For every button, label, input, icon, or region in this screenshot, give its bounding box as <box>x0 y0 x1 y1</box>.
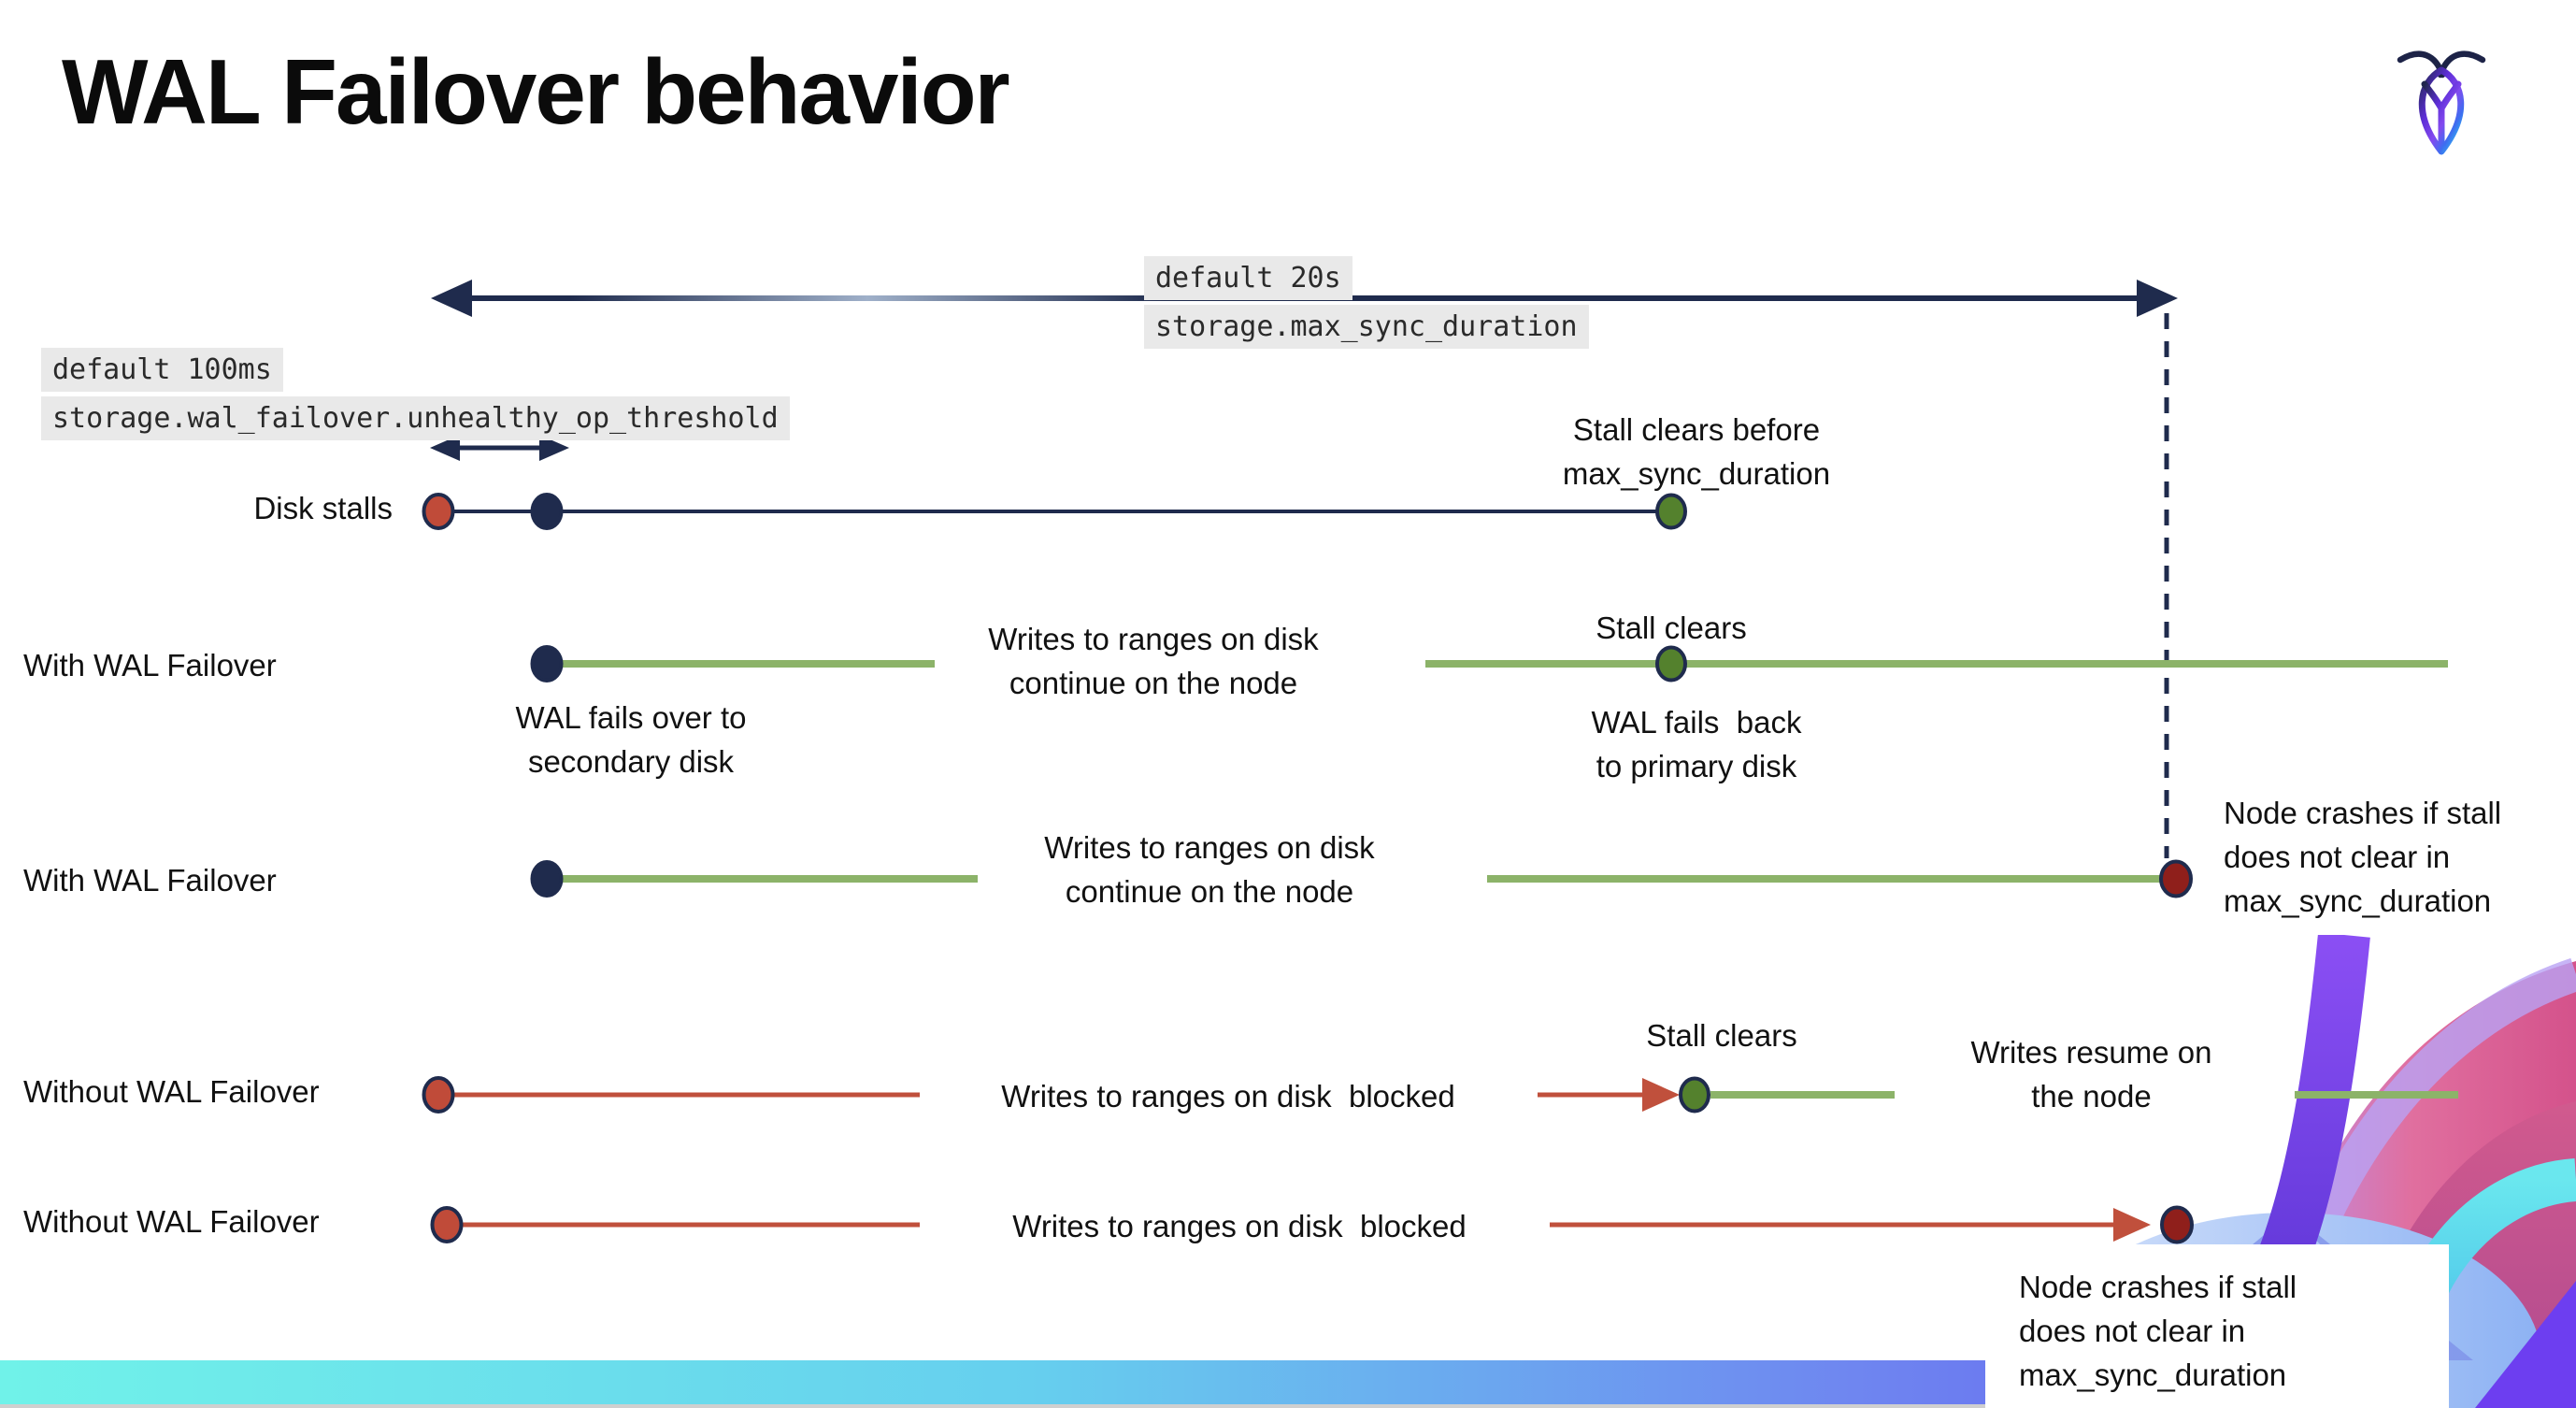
note-writes-resume: Writes resume on the node <box>1970 1035 2212 1113</box>
unhealthy-threshold-arrow <box>430 435 569 461</box>
row-label-without-wal-failover-1: Without WAL Failover <box>23 1074 320 1109</box>
note-wal-fails-over: WAL fails over to secondary disk <box>515 700 747 779</box>
row-label-with-wal-failover-1: With WAL Failover <box>23 648 277 682</box>
config-label-unhealthy-default: default 100ms <box>41 348 283 392</box>
note-stall-clears-2: Stall clears <box>1646 1018 1797 1053</box>
stall-start-dot <box>430 1206 464 1243</box>
crash-note-box: Node crashes if stall does not clear in … <box>1985 1244 2449 1408</box>
config-label-max-sync-default: default 20s <box>1144 256 1352 300</box>
timeline-without-failover-1 <box>422 1076 2458 1113</box>
timeline-without-failover-2 <box>430 1205 2194 1244</box>
timeline-disk-stalls <box>422 493 1687 530</box>
row-label-with-wal-failover-2: With WAL Failover <box>23 863 277 898</box>
cockroach-logo-icon <box>2397 50 2486 155</box>
art-purple-corner <box>2475 1281 2576 1408</box>
note-wal-fails-back: WAL fails back to primary disk <box>1591 705 1802 783</box>
stall-clears-dot <box>1655 493 1687 530</box>
note-writes-continue-2: Writes to ranges on disk continue on the… <box>1044 830 1375 909</box>
note-stall-clears-before: Stall clears before max_sync_duration <box>1562 412 1831 491</box>
note-node-crashes-2: Node crashes if stall does not clear in … <box>2019 1270 2297 1392</box>
note-writes-blocked-1: Writes to ranges on disk blocked <box>1001 1079 1455 1113</box>
config-label-unhealthy-setting: storage.wal_failover.unhealthy_op_thresh… <box>41 396 790 440</box>
row-label-without-wal-failover-2: Without WAL Failover <box>23 1204 320 1239</box>
failover-dot <box>530 645 564 682</box>
note-writes-blocked-2: Writes to ranges on disk blocked <box>1012 1209 1467 1243</box>
timeline-with-failover-2 <box>530 859 2193 898</box>
note-stall-clears-1: Stall clears <box>1596 611 1747 645</box>
config-label-max-sync-setting: storage.max_sync_duration <box>1144 305 1589 349</box>
note-node-crashes-1: Node crashes if stall does not clear in … <box>2224 796 2502 918</box>
timeline-with-failover-1 <box>530 645 2448 682</box>
failback-dot <box>1655 645 1687 682</box>
node-crash-dot <box>2160 1205 2194 1244</box>
failover-dot <box>530 860 564 898</box>
stall-clears-dot <box>1679 1076 1710 1113</box>
note-writes-continue-1: Writes to ranges on disk continue on the… <box>988 622 1319 700</box>
threshold-dot <box>530 493 564 530</box>
row-label-disk-stalls: Disk stalls <box>253 491 393 525</box>
stall-start-dot <box>422 1076 455 1113</box>
stall-start-dot <box>422 493 455 530</box>
node-crash-dot <box>2159 859 2193 898</box>
slide-title: WAL Failover behavior <box>62 40 1010 143</box>
